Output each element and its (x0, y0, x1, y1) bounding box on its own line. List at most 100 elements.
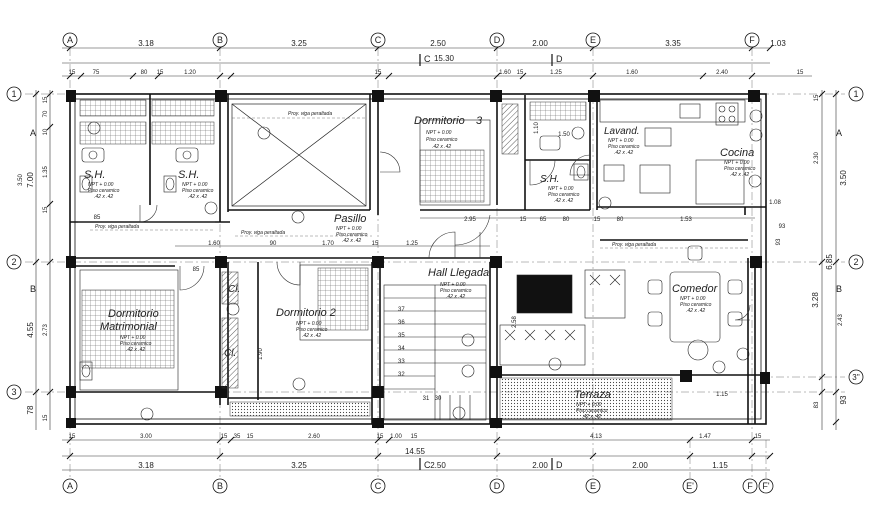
living-furniture (499, 269, 626, 366)
room-label-dorm-matrimonial-1: Dormitorio (108, 308, 159, 320)
floor-note: Piso ceramico (182, 188, 214, 194)
floor-note: Piso ceramico (296, 327, 328, 333)
dim-interior: 1.90 (258, 348, 264, 360)
dim-top-detail: 1.60 (626, 70, 638, 76)
npt-note: NPT + 0.00 (440, 282, 466, 288)
grid-label-row-1: 1 (11, 89, 16, 99)
dim-top-detail: 80 (141, 70, 148, 76)
floor-note: Piso ceramico (440, 288, 472, 294)
room-label-cocina: Cocina (720, 147, 754, 159)
dim-interior: 15 (520, 217, 527, 223)
dim-right-detail: 15 (814, 94, 820, 101)
dimension-ticks (32, 44, 840, 460)
beam-note: Proy. viga peraltada (612, 242, 656, 248)
dim-interior: 1.50 (558, 132, 570, 138)
npt-note: NPT + 0.00 (576, 402, 602, 408)
size-note: .42 x .42 (342, 238, 361, 244)
bathroom-fixtures (79, 135, 589, 381)
section-mark-a-left: A (30, 128, 36, 138)
section-marks: A A B B C C D D (30, 54, 842, 470)
size-note: .42 x .42 (446, 294, 465, 300)
dim-bottom-detail: 15 (755, 434, 762, 440)
dining-furniture (647, 245, 743, 361)
dim-interior: 1.10 (534, 122, 540, 134)
grid-label-b: B (217, 35, 223, 45)
npt-note: NPT + 0.00 (724, 160, 750, 166)
dim-top-detail: 1.60 (499, 70, 511, 76)
grid-label-f-prime: F' (762, 481, 769, 491)
size-note: .42 x .42 (126, 347, 145, 353)
grid-label-d: D (494, 481, 501, 491)
dim-right-3: 93 (839, 395, 848, 404)
dim-bottom-detail: 3.00 (140, 434, 152, 440)
size-note: .42 x .42 (302, 333, 321, 339)
dim-top-detail: 1.20 (184, 70, 196, 76)
dim-top-ab: 3.18 (138, 39, 154, 48)
floor-note: Piso ceramico (426, 137, 458, 143)
left-dimensions: 7.00 4.55 78 15 70 10 1.35 15 3.50 2.73 … (18, 96, 49, 421)
dim-interior: 65 (540, 217, 547, 223)
beam-note: Proy. viga peraltada (241, 230, 285, 236)
dim-left-detail: 15 (43, 206, 49, 213)
dim-interior: 1.60 (208, 241, 220, 247)
dim-interior: 31 (423, 396, 430, 402)
grid-label-row-1-right: 1 (853, 89, 858, 99)
dim-top-detail: 15 (157, 70, 164, 76)
room-label-dormitorio-top-num: 3 (476, 115, 483, 127)
dim-left-detail: 2.73 (43, 324, 49, 336)
floor-finish-areas (79, 99, 673, 421)
dim-bottom-detail: 15 (247, 434, 254, 440)
dim-top-cd: 2.50 (430, 39, 446, 48)
dim-left-detail: 10 (43, 128, 49, 135)
dim-interior: 85 (193, 267, 200, 273)
floor-note: Piso ceramico (88, 188, 120, 194)
section-mark-d-bottom: D (556, 460, 563, 470)
dim-bottom-detail: 15 (221, 434, 228, 440)
dim-bottom-detail: 15 (411, 434, 418, 440)
dim-interior: 1.25 (406, 241, 418, 247)
section-mark-d-top: D (556, 54, 563, 64)
door-swings (139, 151, 751, 321)
dim-left-detail: 70 (43, 110, 49, 117)
dim-left-detail: 15 (43, 96, 49, 103)
dim-right-detail: 2.30 (814, 152, 820, 164)
dim-right-detail: 93 (776, 238, 782, 245)
size-note: .42 x .42 (94, 194, 113, 200)
dim-right-detail: 2.43 (838, 314, 844, 326)
bottom-dimensions: 15 3.00 15 35 15 2.60 15 1.00 15 4.13 1.… (69, 434, 762, 470)
floor-note: Piso ceramico (548, 192, 580, 198)
room-label-sh1: S.H. (84, 169, 105, 181)
dim-interior: 1.53 (680, 217, 692, 223)
grid-label-e-prime: E' (686, 481, 694, 491)
dim-left-12: 7.00 (26, 172, 35, 188)
room-label-pasillo: Pasillo (334, 213, 366, 225)
beam-note: Proy. viga peraltada (288, 111, 332, 117)
dim-interior: 1.08 (769, 200, 781, 206)
dim-bottom-bc: 3.25 (291, 461, 307, 470)
dim-top-detail: 15 (375, 70, 382, 76)
dim-right-total: 6.85 (825, 254, 834, 270)
stair-number: 37 (398, 307, 405, 313)
size-note: .42 x .42 (614, 150, 633, 156)
dim-bottom-detail: 35 (234, 434, 241, 440)
room-labels: S.H. S.H. S.H. Dormitorio 3 Lavand. Coci… (84, 115, 754, 401)
dim-interior: 93 (779, 224, 786, 230)
dim-right-detail: 83 (814, 401, 820, 408)
dim-interior: 2.95 (464, 217, 476, 223)
right-dimensions: 3.50 6.85 3.28 93 2.30 2.43 83 93 15 (776, 94, 848, 408)
npt-note: NPT + 0.00 (296, 321, 322, 327)
grid-bubbles-top: A B C D E F (62, 32, 760, 48)
npt-note: NPT + 0.00 (120, 335, 146, 341)
dim-left-23: 4.55 (26, 322, 35, 338)
npt-note: NPT + 0.00 (426, 130, 452, 136)
room-label-dormitorio-top: Dormitorio (414, 115, 465, 127)
room-label-hall: Hall Llegada (428, 267, 489, 279)
dim-top-bc: 3.25 (291, 39, 307, 48)
dim-top-detail: 15 (797, 70, 804, 76)
dim-top-detail: 15 (69, 70, 76, 76)
room-label-cl2: Cl. (224, 348, 236, 359)
stair-number: 33 (398, 359, 405, 365)
floor-note: Piso ceramico (608, 144, 640, 150)
interior-dimensions (78, 217, 755, 247)
